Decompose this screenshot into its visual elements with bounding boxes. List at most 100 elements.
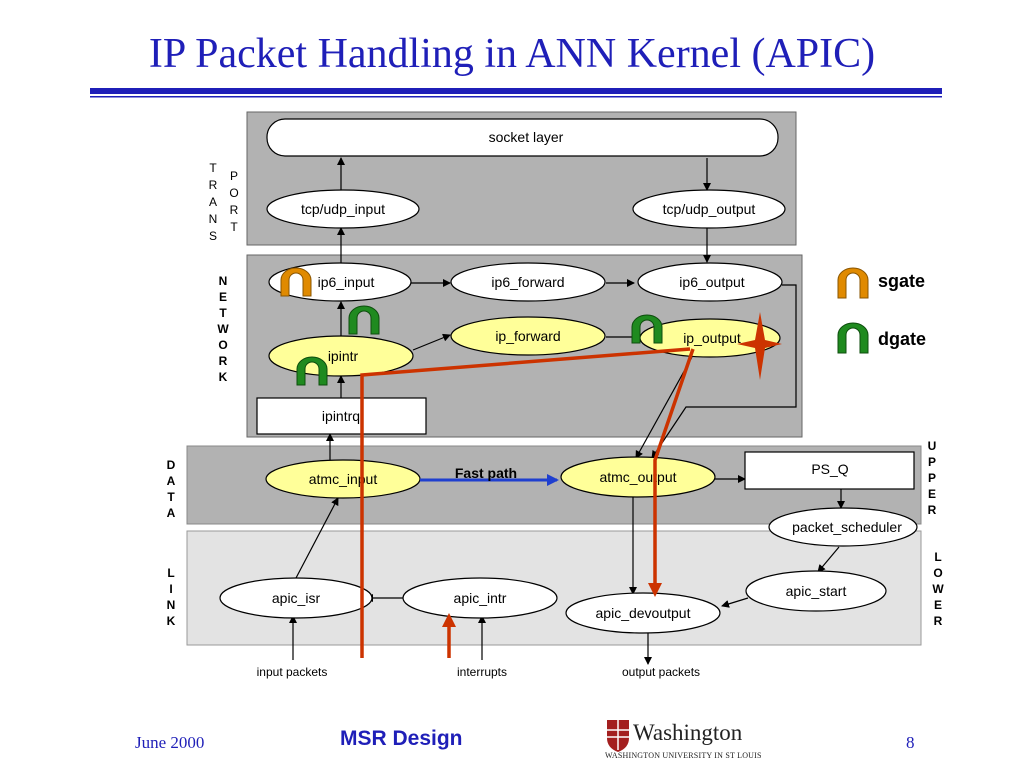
packet-path bbox=[360, 347, 695, 658]
page-number: 8 bbox=[906, 733, 915, 752]
arrow-ipintr-to-ipfwd bbox=[412, 333, 451, 351]
node-socket-layer: socket layer bbox=[266, 118, 779, 157]
node-apic-devoutput-label: apic_devoutput bbox=[596, 605, 691, 621]
layer-label-upper-letter: E bbox=[928, 487, 936, 501]
layer-label-upper-letter: U bbox=[928, 439, 937, 453]
arrow-apicstart-to-devoutput bbox=[721, 597, 749, 608]
layer-label-data-letter: A bbox=[167, 474, 176, 488]
layer-label-link-letter: N bbox=[167, 598, 176, 612]
node-tcp-udp-input-label: tcp/udp_input bbox=[301, 201, 385, 217]
output-packets-label: output packets bbox=[622, 665, 700, 679]
red-star-icon bbox=[737, 312, 782, 380]
node-apic-devoutput: apic_devoutput bbox=[565, 592, 721, 634]
node-ip6-output-label: ip6_output bbox=[679, 274, 745, 290]
dgate-icon bbox=[296, 356, 328, 386]
node-ipintr: ipintr bbox=[268, 335, 414, 377]
layer-label-port-letter: T bbox=[230, 220, 238, 234]
node-ip-forward: ip_forward bbox=[450, 316, 606, 356]
node-ipintrq-label: ipintrq bbox=[322, 408, 360, 424]
footer-center: MSR Design bbox=[340, 727, 463, 750]
layer-label-network: N E T W O R K bbox=[217, 274, 229, 384]
node-atmc-output-label: atmc_output bbox=[599, 469, 676, 485]
layer-label-port: P O R T bbox=[229, 169, 238, 234]
layer-label-link-letter: I bbox=[169, 582, 172, 596]
node-ipintr-label: ipintr bbox=[328, 348, 359, 364]
layer-label-link-letter: L bbox=[167, 566, 174, 580]
layer-label-trans-letter: S bbox=[209, 229, 217, 243]
layer-label-network-letter: O bbox=[218, 338, 227, 352]
dgate-icon bbox=[348, 305, 380, 335]
layer-label-lower-letter: L bbox=[934, 550, 941, 564]
layer-label-upper-letter: P bbox=[928, 471, 936, 485]
control-flow-arrows bbox=[289, 157, 845, 665]
layer-label-data: D A T A bbox=[167, 458, 176, 520]
node-apic-isr-label: apic_isr bbox=[272, 590, 321, 606]
arrow-ip6out-to-atmcout bbox=[651, 284, 797, 459]
sgate-icon bbox=[280, 267, 312, 297]
layer-label-port-letter: R bbox=[230, 203, 239, 217]
layer-label-trans-letter: A bbox=[209, 195, 217, 209]
node-packet-scheduler-label: packet_scheduler bbox=[792, 519, 902, 535]
node-tcp-udp-output: tcp/udp_output bbox=[632, 189, 786, 229]
node-ip-output-label: ip_output bbox=[683, 330, 741, 346]
logo-name: Washington bbox=[633, 720, 743, 745]
node-apic-intr-label: apic_intr bbox=[454, 590, 507, 606]
layer-label-lower-letter: E bbox=[934, 598, 942, 612]
footer-date: June 2000 bbox=[135, 733, 205, 752]
legend-dgate-label: dgate bbox=[878, 329, 927, 349]
university-logo: Washington WASHINGTON UNIVERSITY IN ST L… bbox=[605, 720, 780, 764]
node-ip-output: ip_output bbox=[639, 318, 781, 358]
layer-label-lower-letter: W bbox=[932, 582, 944, 596]
layer-label-network-letter: N bbox=[219, 274, 228, 288]
packet-path-forward bbox=[648, 348, 695, 597]
layer-label-trans-letter: T bbox=[209, 161, 217, 175]
title-rule-thick bbox=[90, 88, 942, 94]
university-shield-icon bbox=[607, 720, 629, 752]
layer-label-lower-letter: R bbox=[934, 614, 943, 628]
layer-label-upper: U P P E R bbox=[928, 439, 937, 517]
node-apic-isr: apic_isr bbox=[219, 577, 373, 619]
legend-sgate-icon bbox=[837, 267, 869, 299]
node-ipintrq: ipintrq bbox=[256, 397, 427, 435]
layer-label-port-letter: P bbox=[230, 169, 238, 183]
dgate-icon bbox=[631, 314, 663, 344]
layer-label-lower: L O W E R bbox=[932, 550, 944, 628]
legend-dgate-icon bbox=[837, 322, 869, 354]
packet-path-main bbox=[360, 347, 691, 658]
node-atmc-input: atmc_input bbox=[265, 459, 421, 499]
node-ip6-forward: ip6_forward bbox=[450, 262, 606, 302]
layer-label-upper-letter: P bbox=[928, 455, 936, 469]
arrow-apicisr-to-atmcin bbox=[295, 497, 339, 579]
interrupts-label: interrupts bbox=[457, 665, 507, 679]
layer-label-network-letter: K bbox=[219, 370, 228, 384]
node-packet-scheduler: packet_scheduler bbox=[768, 507, 918, 547]
layer-label-link: L I N K bbox=[167, 566, 176, 628]
node-apic-start-label: apic_start bbox=[786, 583, 847, 599]
layer-label-network-letter: W bbox=[217, 322, 229, 336]
node-atmc-output: atmc_output bbox=[560, 456, 716, 498]
layer-label-trans-letter: N bbox=[209, 212, 218, 226]
layer-label-network-letter: E bbox=[219, 290, 227, 304]
layer-label-upper-letter: R bbox=[928, 503, 937, 517]
node-ps-q: PS_Q bbox=[744, 451, 915, 490]
layer-label-data-letter: A bbox=[167, 506, 176, 520]
layer-label-data-letter: D bbox=[167, 458, 176, 472]
legend-sgate-label: sgate bbox=[878, 271, 926, 291]
node-apic-intr: apic_intr bbox=[402, 577, 558, 619]
arrow-scheduler-to-apicstart bbox=[817, 546, 840, 573]
node-ps-q-label: PS_Q bbox=[811, 461, 848, 477]
node-atmc-input-label: atmc_input bbox=[309, 471, 378, 487]
node-ip6-input-label: ip6_input bbox=[318, 274, 375, 290]
input-packets-label: input packets bbox=[257, 665, 328, 679]
node-apic-start: apic_start bbox=[745, 570, 887, 612]
node-ip6-forward-label: ip6_forward bbox=[491, 274, 564, 290]
layer-label-trans: T R A N S bbox=[209, 161, 218, 243]
node-ip6-output: ip6_output bbox=[637, 262, 783, 302]
node-tcp-udp-output-label: tcp/udp_output bbox=[663, 201, 756, 217]
node-socket-layer-label: socket layer bbox=[489, 129, 564, 145]
node-tcp-udp-input: tcp/udp_input bbox=[266, 189, 420, 229]
title-rule-thin bbox=[90, 96, 942, 98]
layer-label-lower-letter: O bbox=[933, 566, 942, 580]
node-ip-forward-label: ip_forward bbox=[495, 328, 560, 344]
